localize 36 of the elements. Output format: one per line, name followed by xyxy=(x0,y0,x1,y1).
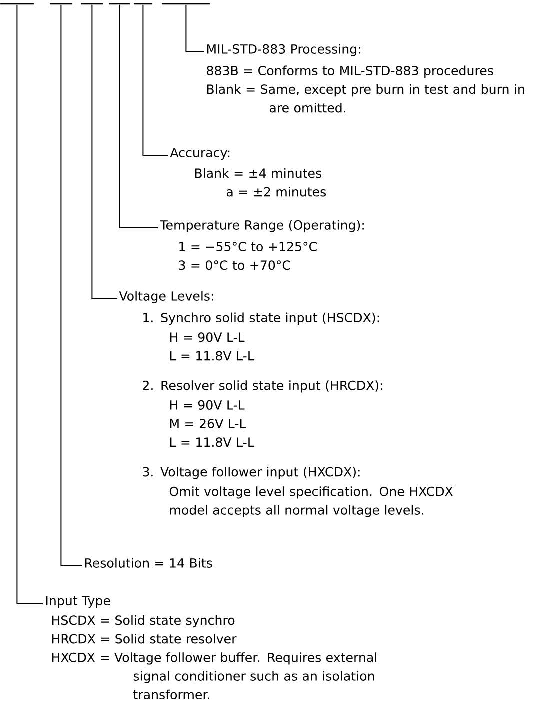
option-text: L = 11.8V L-L xyxy=(170,351,254,361)
leader-line xyxy=(92,4,118,300)
option-text: Blank = ±4 minutes xyxy=(195,168,322,178)
position-dash xyxy=(50,3,72,5)
position-dash xyxy=(109,3,130,5)
heading-text: Accuracy: xyxy=(170,148,230,160)
option-text: 3. Voltage follower input (HXCDX): xyxy=(143,467,360,480)
heading-text: Temperature Range (Operating): xyxy=(160,220,364,232)
option-text: M = 26V L-L xyxy=(170,419,246,429)
leader-line xyxy=(119,4,158,228)
leader-line xyxy=(16,4,44,604)
option-text: H = 90V L-L xyxy=(170,400,245,410)
heading-text: Voltage Levels: xyxy=(119,291,214,304)
heading-text: MIL-STD-883 Processing: xyxy=(207,44,360,56)
option-text: HXCDX = Voltage follower buffer. Requires external signal conditioner such as an isolation transformer. xyxy=(52,652,376,700)
option-text: 2. Resolver solid state input (HRCDX): xyxy=(143,380,382,393)
option-text: Blank = Same, except pre burn in test and burn in are omitted. xyxy=(207,84,524,113)
option-text: Omit voltage level specification. One HXCDX model accepts all normal voltage levels. xyxy=(170,486,454,518)
leader-line xyxy=(186,4,204,52)
heading-text: Resolution = 14 Bits xyxy=(85,558,212,568)
option-text: a = ±2 minutes xyxy=(226,187,326,197)
option-text: 1. Synchro solid state input (HSCDX): xyxy=(144,312,380,325)
option-text: L = 11.8V L-L xyxy=(170,438,254,448)
heading-text: Input Type xyxy=(46,596,110,608)
option-text: HRCDX = Solid state resolver xyxy=(52,634,237,644)
position-dash xyxy=(162,3,210,5)
position-dash xyxy=(134,3,152,5)
leader-line xyxy=(60,4,82,566)
option-text: 1 = −55°C to +125°C xyxy=(180,242,317,252)
option-text: 3 = 0°C to +70°C xyxy=(179,260,290,270)
option-text: H = 90V L-L xyxy=(170,332,245,342)
option-text: HSCDX = Solid state synchro xyxy=(52,615,235,628)
position-dash xyxy=(0,3,34,5)
option-text: 883B = Conforms to MIL-STD-883 procedures xyxy=(207,66,494,78)
leader-line xyxy=(142,4,168,156)
position-dash xyxy=(81,3,104,5)
